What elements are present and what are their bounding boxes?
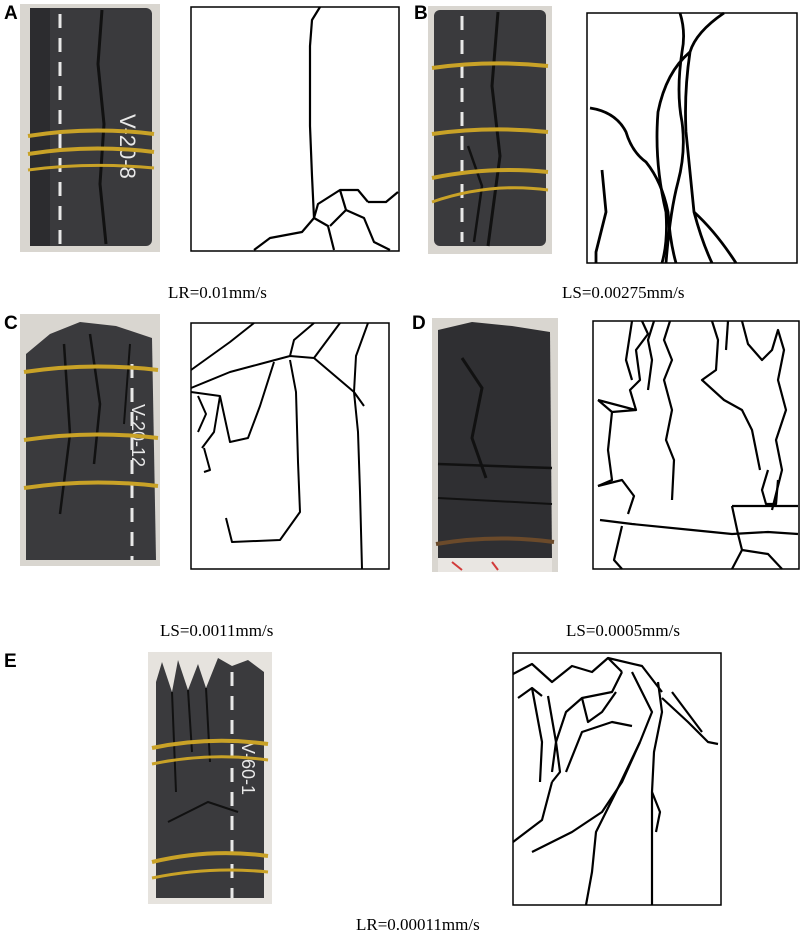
crack-sketch-c xyxy=(190,322,390,570)
panel-label-c: C xyxy=(4,313,18,334)
panel-label-e: E xyxy=(4,651,17,672)
caption-d: LS=0.0005mm/s xyxy=(566,621,680,640)
crack-sketch-e xyxy=(512,652,722,906)
caption-a: LR=0.01mm/s xyxy=(168,283,267,302)
specimen-photo-a: V-20-8 xyxy=(20,4,160,252)
panel-label-b: B xyxy=(414,3,428,24)
caption-e: LR=0.00011mm/s xyxy=(356,915,480,934)
caption-b: LS=0.00275mm/s xyxy=(562,283,685,302)
specimen-label-a: V-20-8 xyxy=(115,114,140,179)
specimen-photo-d xyxy=(432,318,558,572)
panel-label-d: D xyxy=(412,313,426,334)
caption-c: LS=0.0011mm/s xyxy=(160,621,274,640)
specimen-photo-c: V-20-12 xyxy=(20,314,160,566)
specimen-photo-e: V-60-1 xyxy=(148,652,272,904)
crack-sketch-b xyxy=(586,12,798,264)
crack-sketch-a xyxy=(190,6,400,252)
specimen-label-e: V-60-1 xyxy=(238,742,258,795)
specimen-photo-b xyxy=(428,6,552,254)
crack-sketch-d xyxy=(592,320,800,570)
panel-label-a: A xyxy=(4,3,18,24)
